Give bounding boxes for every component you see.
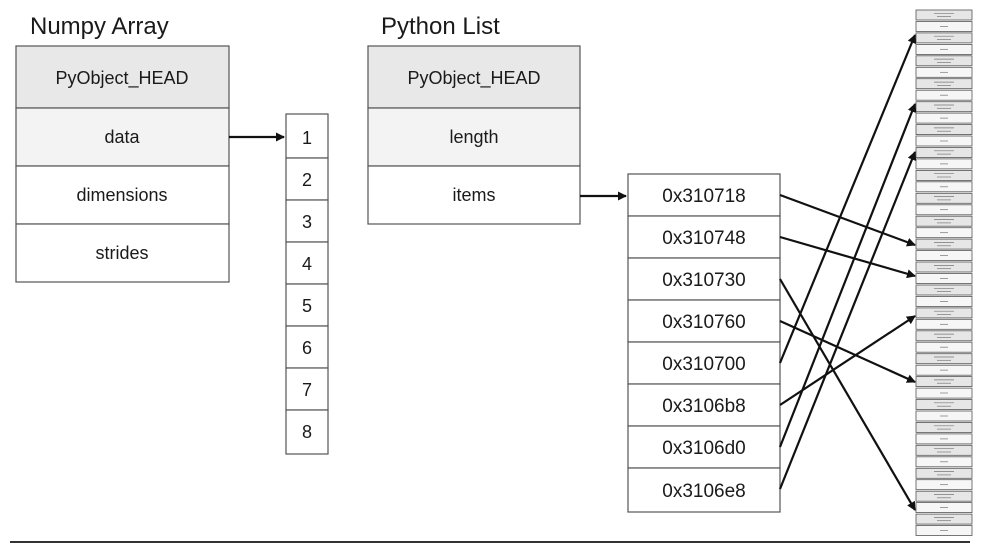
object-heap — [915, 9, 973, 536]
buffer-value: 3 — [302, 212, 312, 232]
numpy-field-data: data — [104, 127, 140, 147]
numpy-array-struct: PyObject_HEAD data dimensions strides — [15, 45, 230, 283]
buffer-value: 1 — [302, 128, 312, 148]
heap-object-cell — [915, 307, 973, 319]
address-cell: 0x310700 — [662, 354, 745, 375]
buffer-value: 5 — [302, 296, 312, 316]
heap-object-cell — [915, 55, 973, 67]
heap-object-cell — [915, 444, 973, 456]
heap-object-cell — [915, 124, 973, 135]
heap-object-cell — [915, 32, 973, 44]
heap-object-cell — [915, 376, 973, 388]
heap-object-cell — [915, 353, 973, 365]
buffer-value: 8 — [302, 422, 312, 442]
pointer-arrow — [779, 235, 916, 279]
buffer-value: 2 — [302, 170, 312, 190]
heap-object-cell — [915, 399, 973, 410]
pointer-arrow — [779, 319, 916, 384]
address-cell: 0x3106d0 — [662, 438, 745, 459]
address-cell: 0x310760 — [662, 312, 745, 333]
pointer-array: 0x310718 0x310748 0x310730 0x310760 0x31… — [627, 173, 781, 513]
heap-object-cell — [915, 215, 973, 227]
list-field-length: length — [449, 127, 498, 147]
pointer-arrow — [778, 151, 917, 490]
heap-object-cell — [915, 513, 973, 525]
buffer-value: 4 — [302, 254, 312, 274]
heap-object-cell — [915, 147, 973, 158]
heap-object-cell — [915, 330, 973, 342]
address-cell: 0x310748 — [662, 228, 745, 249]
numpy-field-strides: strides — [95, 243, 148, 263]
address-cell: 0x310730 — [662, 270, 745, 291]
heap-object-cell — [915, 467, 973, 479]
python-list-struct: PyObject_HEAD length items — [367, 45, 581, 225]
heap-object-cell — [915, 9, 973, 21]
numpy-field-dimensions: dimensions — [76, 185, 167, 205]
heap-object-cell — [915, 238, 973, 250]
address-cell: 0x310718 — [662, 186, 745, 207]
heap-object-cell — [915, 101, 973, 113]
heap-object-cell — [915, 421, 973, 433]
address-cell: 0x3106b8 — [662, 396, 745, 417]
pointer-arrow — [779, 278, 916, 511]
pointer-arrow — [779, 193, 916, 247]
pointer-arrows — [778, 34, 917, 511]
heap-object-cell — [915, 490, 973, 502]
address-cell: 0x3106e8 — [662, 481, 745, 502]
numpy-data-buffer: 1 2 3 4 5 6 7 8 — [285, 113, 329, 455]
list-field-items: items — [452, 185, 495, 205]
heap-object-cell — [915, 261, 973, 273]
python-list-title: Python List — [381, 13, 500, 40]
heap-object-cell — [915, 192, 973, 204]
numpy-array-title: Numpy Array — [30, 13, 169, 40]
heap-object-cell — [915, 284, 973, 296]
pointer-arrow — [778, 34, 917, 364]
numpy-field-pyobject-head: PyObject_HEAD — [55, 68, 188, 89]
buffer-value: 6 — [302, 338, 312, 358]
list-field-pyobject-head: PyObject_HEAD — [407, 68, 540, 89]
heap-object-cell — [915, 78, 973, 90]
buffer-value: 7 — [302, 380, 312, 400]
pointer-arrow — [778, 103, 917, 448]
heap-object-cell — [915, 169, 973, 181]
